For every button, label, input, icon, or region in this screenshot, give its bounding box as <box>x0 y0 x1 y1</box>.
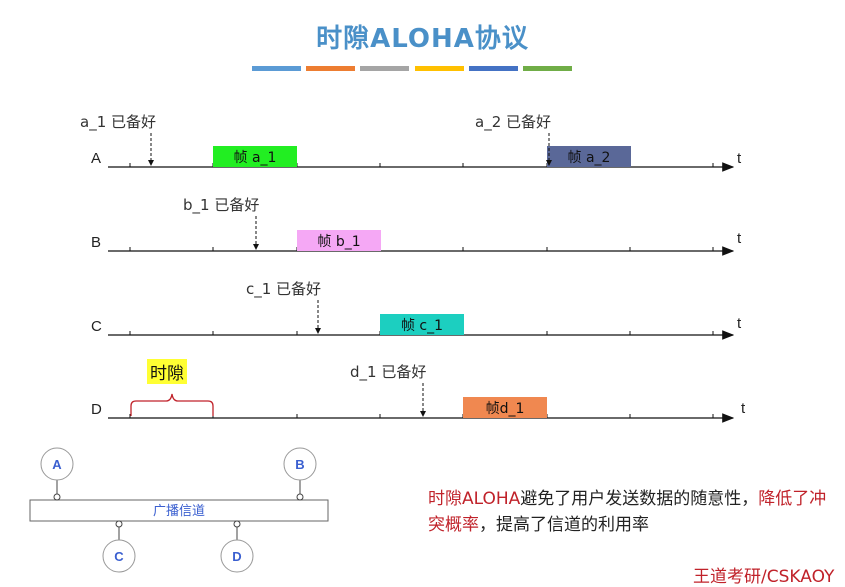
time-label: t <box>741 400 746 417</box>
lane-label: C <box>91 318 102 335</box>
frame-block <box>380 314 464 335</box>
time-label: t <box>737 150 742 167</box>
ready-label: d_1 已备好 <box>350 363 426 382</box>
lane-label: B <box>91 234 101 251</box>
lane-a: A t 帧 a_1 帧 a_2 a_1 已备好 a_2 已备好 <box>80 113 742 172</box>
summary-note: 时隙ALOHA避免了用户发送数据的随意性，降低了冲突概率，提高了信道的利用率 <box>428 486 838 538</box>
time-label: t <box>737 230 742 247</box>
accent-bar <box>415 66 464 71</box>
node-tap <box>233 520 241 528</box>
node-c-label: C <box>114 549 124 564</box>
frame-block <box>463 397 547 418</box>
frame-label: 帧 a_1 <box>234 150 277 166</box>
node-tap <box>53 493 61 501</box>
node-tap <box>115 520 123 528</box>
note-text: 避免了用户发送数据的随意性， <box>520 489 759 509</box>
lane-d: D t 帧d_1 d_1 已备好 <box>91 363 746 423</box>
frame-label: 帧d_1 <box>486 401 525 417</box>
node-b <box>283 447 317 481</box>
note-highlight: 降低了冲突概率 <box>428 489 827 535</box>
lane-c: C t 帧 c_1 c_1 已备好 <box>91 280 742 340</box>
note-text: ，提高了信道的利用率 <box>479 515 649 535</box>
frame-label: 帧 a_2 <box>568 150 611 166</box>
frame-block <box>213 146 297 167</box>
frame-label: 帧 b_1 <box>317 234 360 250</box>
node-tap <box>296 493 304 501</box>
accent-bar <box>469 66 518 71</box>
accent-bar <box>360 66 409 71</box>
lane-label: D <box>91 401 102 418</box>
note-term: 时隙ALOHA <box>428 489 521 509</box>
node-a-label: A <box>52 457 62 472</box>
ready-label: c_1 已备好 <box>246 280 321 299</box>
accent-bar <box>252 66 301 71</box>
frame-block <box>547 146 631 167</box>
accent-bar <box>306 66 355 71</box>
node-c <box>102 539 136 573</box>
frame-block <box>297 230 381 251</box>
frame-label: 帧 c_1 <box>401 318 443 334</box>
slot-brace <box>130 393 214 416</box>
node-b-label: B <box>295 457 304 472</box>
node-d <box>220 539 254 573</box>
page-title: 时隙ALOHA协议 <box>316 24 529 54</box>
node-d-label: D <box>232 549 241 564</box>
brand-watermark: 王道考研/CSKAOY <box>693 567 835 587</box>
time-label: t <box>737 315 742 332</box>
channel-label: 广播信道 <box>153 504 205 519</box>
ready-label: a_1 已备好 <box>80 113 156 132</box>
accent-bar <box>523 66 572 71</box>
node-a <box>40 447 74 481</box>
channel-bar <box>29 499 329 522</box>
ready-label: a_2 已备好 <box>475 113 551 132</box>
broadcast-network: 广播信道 A B C D <box>29 447 329 573</box>
slot-label: 时隙 <box>147 359 187 384</box>
lane-b: B t 帧 b_1 b_1 已备好 <box>91 196 742 256</box>
lane-label: A <box>91 150 101 167</box>
ready-label: b_1 已备好 <box>183 196 259 215</box>
